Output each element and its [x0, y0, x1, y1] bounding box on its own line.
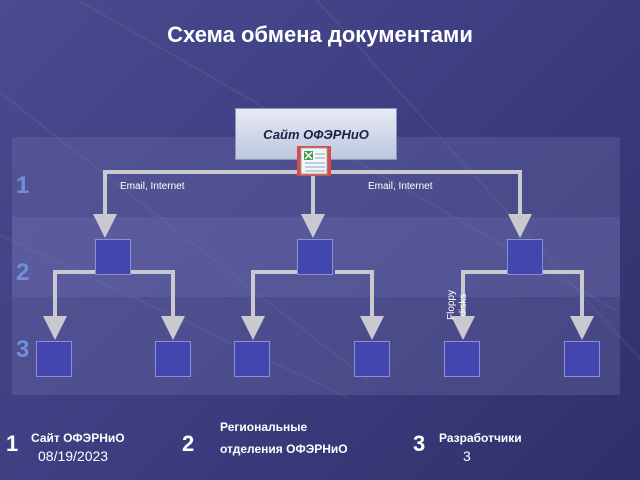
footer-date: 08/19/2023 — [38, 448, 109, 464]
regional-node-2 — [297, 239, 333, 275]
legend-text-1: Сайт ОФЭРНиО — [31, 431, 125, 445]
footer-page-number: 3 — [463, 448, 471, 464]
legend-text-2: Региональные отделения ОФЭРНиО — [220, 416, 348, 460]
regional-node-1 — [95, 239, 131, 275]
level-number-2: 2 — [16, 259, 30, 286]
developer-node-6 — [564, 341, 600, 377]
site-box: Сайт ОФЭРНиО — [235, 108, 397, 160]
developer-node-2 — [155, 341, 191, 377]
level-number-3: 3 — [16, 336, 30, 363]
developer-node-3 — [234, 341, 270, 377]
slide-title: Схема обмена документами — [167, 22, 473, 47]
legend-number-1: 1 — [6, 431, 19, 456]
edge-label-right: Email, Internet — [368, 181, 433, 192]
site-box-label: Сайт ОФЭРНиО — [263, 126, 369, 142]
legend-text-2-line-1: Региональные — [220, 420, 308, 434]
regional-node-3 — [507, 239, 543, 275]
edge-label-left: Email, Internet — [120, 181, 185, 192]
developer-node-5 — [444, 341, 480, 377]
floppy-label: Floppy disks — [446, 290, 470, 320]
floppy-label-line-2: disks — [458, 293, 469, 317]
legend-text-3: Разработчики — [439, 431, 522, 445]
floppy-label-line-1: Floppy — [446, 289, 457, 320]
legend-text-2-line-2: отделения ОФЭРНиО — [220, 442, 348, 456]
level-band-3 — [12, 297, 620, 395]
spreadsheet-icon — [297, 146, 331, 176]
developer-node-1 — [36, 341, 72, 377]
level-number-1: 1 — [16, 172, 30, 199]
legend-number-3: 3 — [413, 431, 426, 456]
developer-node-4 — [354, 341, 390, 377]
legend-number-2: 2 — [182, 431, 195, 456]
